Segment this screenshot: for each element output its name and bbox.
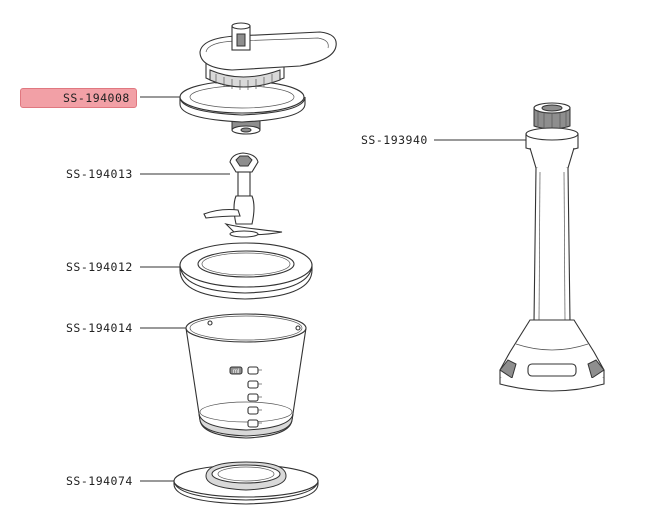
shaft-part[interactable] <box>499 102 605 392</box>
base-ring-part[interactable] <box>173 461 319 505</box>
part-label-ss-194014[interactable]: SS-194014 <box>66 321 133 335</box>
blade-part[interactable] <box>203 152 283 238</box>
part-label-ss-194074[interactable]: SS-194074 <box>66 474 133 488</box>
part-label-ss-194008[interactable]: SS-194008 <box>20 88 137 108</box>
lid-part[interactable] <box>179 22 337 135</box>
seal-ring-part[interactable] <box>179 242 313 300</box>
part-label-ss-194013[interactable]: SS-194013 <box>66 167 133 181</box>
bowl-part[interactable]: ml <box>185 313 307 439</box>
part-label-ss-193940[interactable]: SS-193940 <box>361 133 428 147</box>
bowl-ml-marking: ml <box>233 369 239 375</box>
part-label-ss-194012[interactable]: SS-194012 <box>66 260 133 274</box>
